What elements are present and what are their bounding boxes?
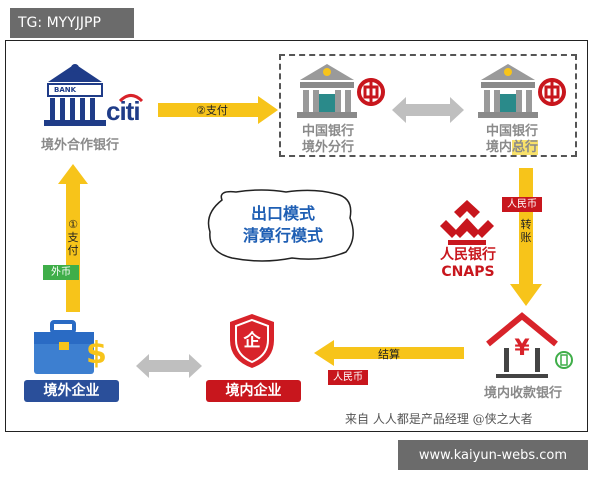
center-title: 出口模式 清算行模式 [242,204,323,245]
pay-arrow-right [158,96,278,124]
pay-arrow-up [58,164,88,312]
boc-overseas-building-icon [297,64,385,118]
settle-arrow-left [314,340,464,366]
boc-group-box [279,54,577,157]
receiving-bank-house-icon [486,312,573,378]
credit-text: 来自 人人都是产品经理 @侠之大者 [345,412,533,426]
settle-label: 结算 [378,348,400,361]
yen-icon: ¥ [514,336,530,361]
domestic-company-label: 境内企业 [206,380,301,402]
company-double-arrow [136,354,202,378]
boc-hq-label: 中国银行 境内总行 [485,124,539,155]
cnaps-label: 人民银行 CNAPS [440,247,496,280]
briefcase-icon [34,320,94,374]
cnaps-logo-icon [440,200,494,245]
overseas-company-label: 境外企业 [24,380,119,402]
rmb-right-tag: 人民币 [502,197,542,212]
citi-arc-icon [118,94,144,102]
currency-foreign-tag: 外币 [43,265,79,280]
transfer-arrow-down [510,168,542,306]
bank-building-icon [44,64,106,126]
boc-hq-building-icon [478,64,566,118]
watermark-top: TG: MYYJJPP [10,8,134,38]
shield-icon [230,314,274,368]
receiving-bank-label: 境内收款银行 [483,386,562,401]
citi-logo: citi [106,96,141,126]
boc-overseas-label: 中国银行 境外分行 [301,124,354,155]
dollar-icon: $ [86,336,107,371]
enterprise-badge: 企 [243,331,261,351]
watermark-bottom: www.kaiyun-webs.com [398,440,588,470]
transfer-label: 转 账 [520,218,532,244]
hq-highlight: 总行 [512,140,539,155]
pay-top-label: ②支付 [196,104,228,117]
bank-word: BANK [54,86,77,94]
pay-left-label: ① 支 付 [67,218,79,257]
rmb-bottom-tag: 人民币 [328,370,368,385]
citi-label: 境外合作银行 [40,138,119,153]
boc-double-arrow [392,97,464,123]
center-cloud-shape [207,189,354,262]
